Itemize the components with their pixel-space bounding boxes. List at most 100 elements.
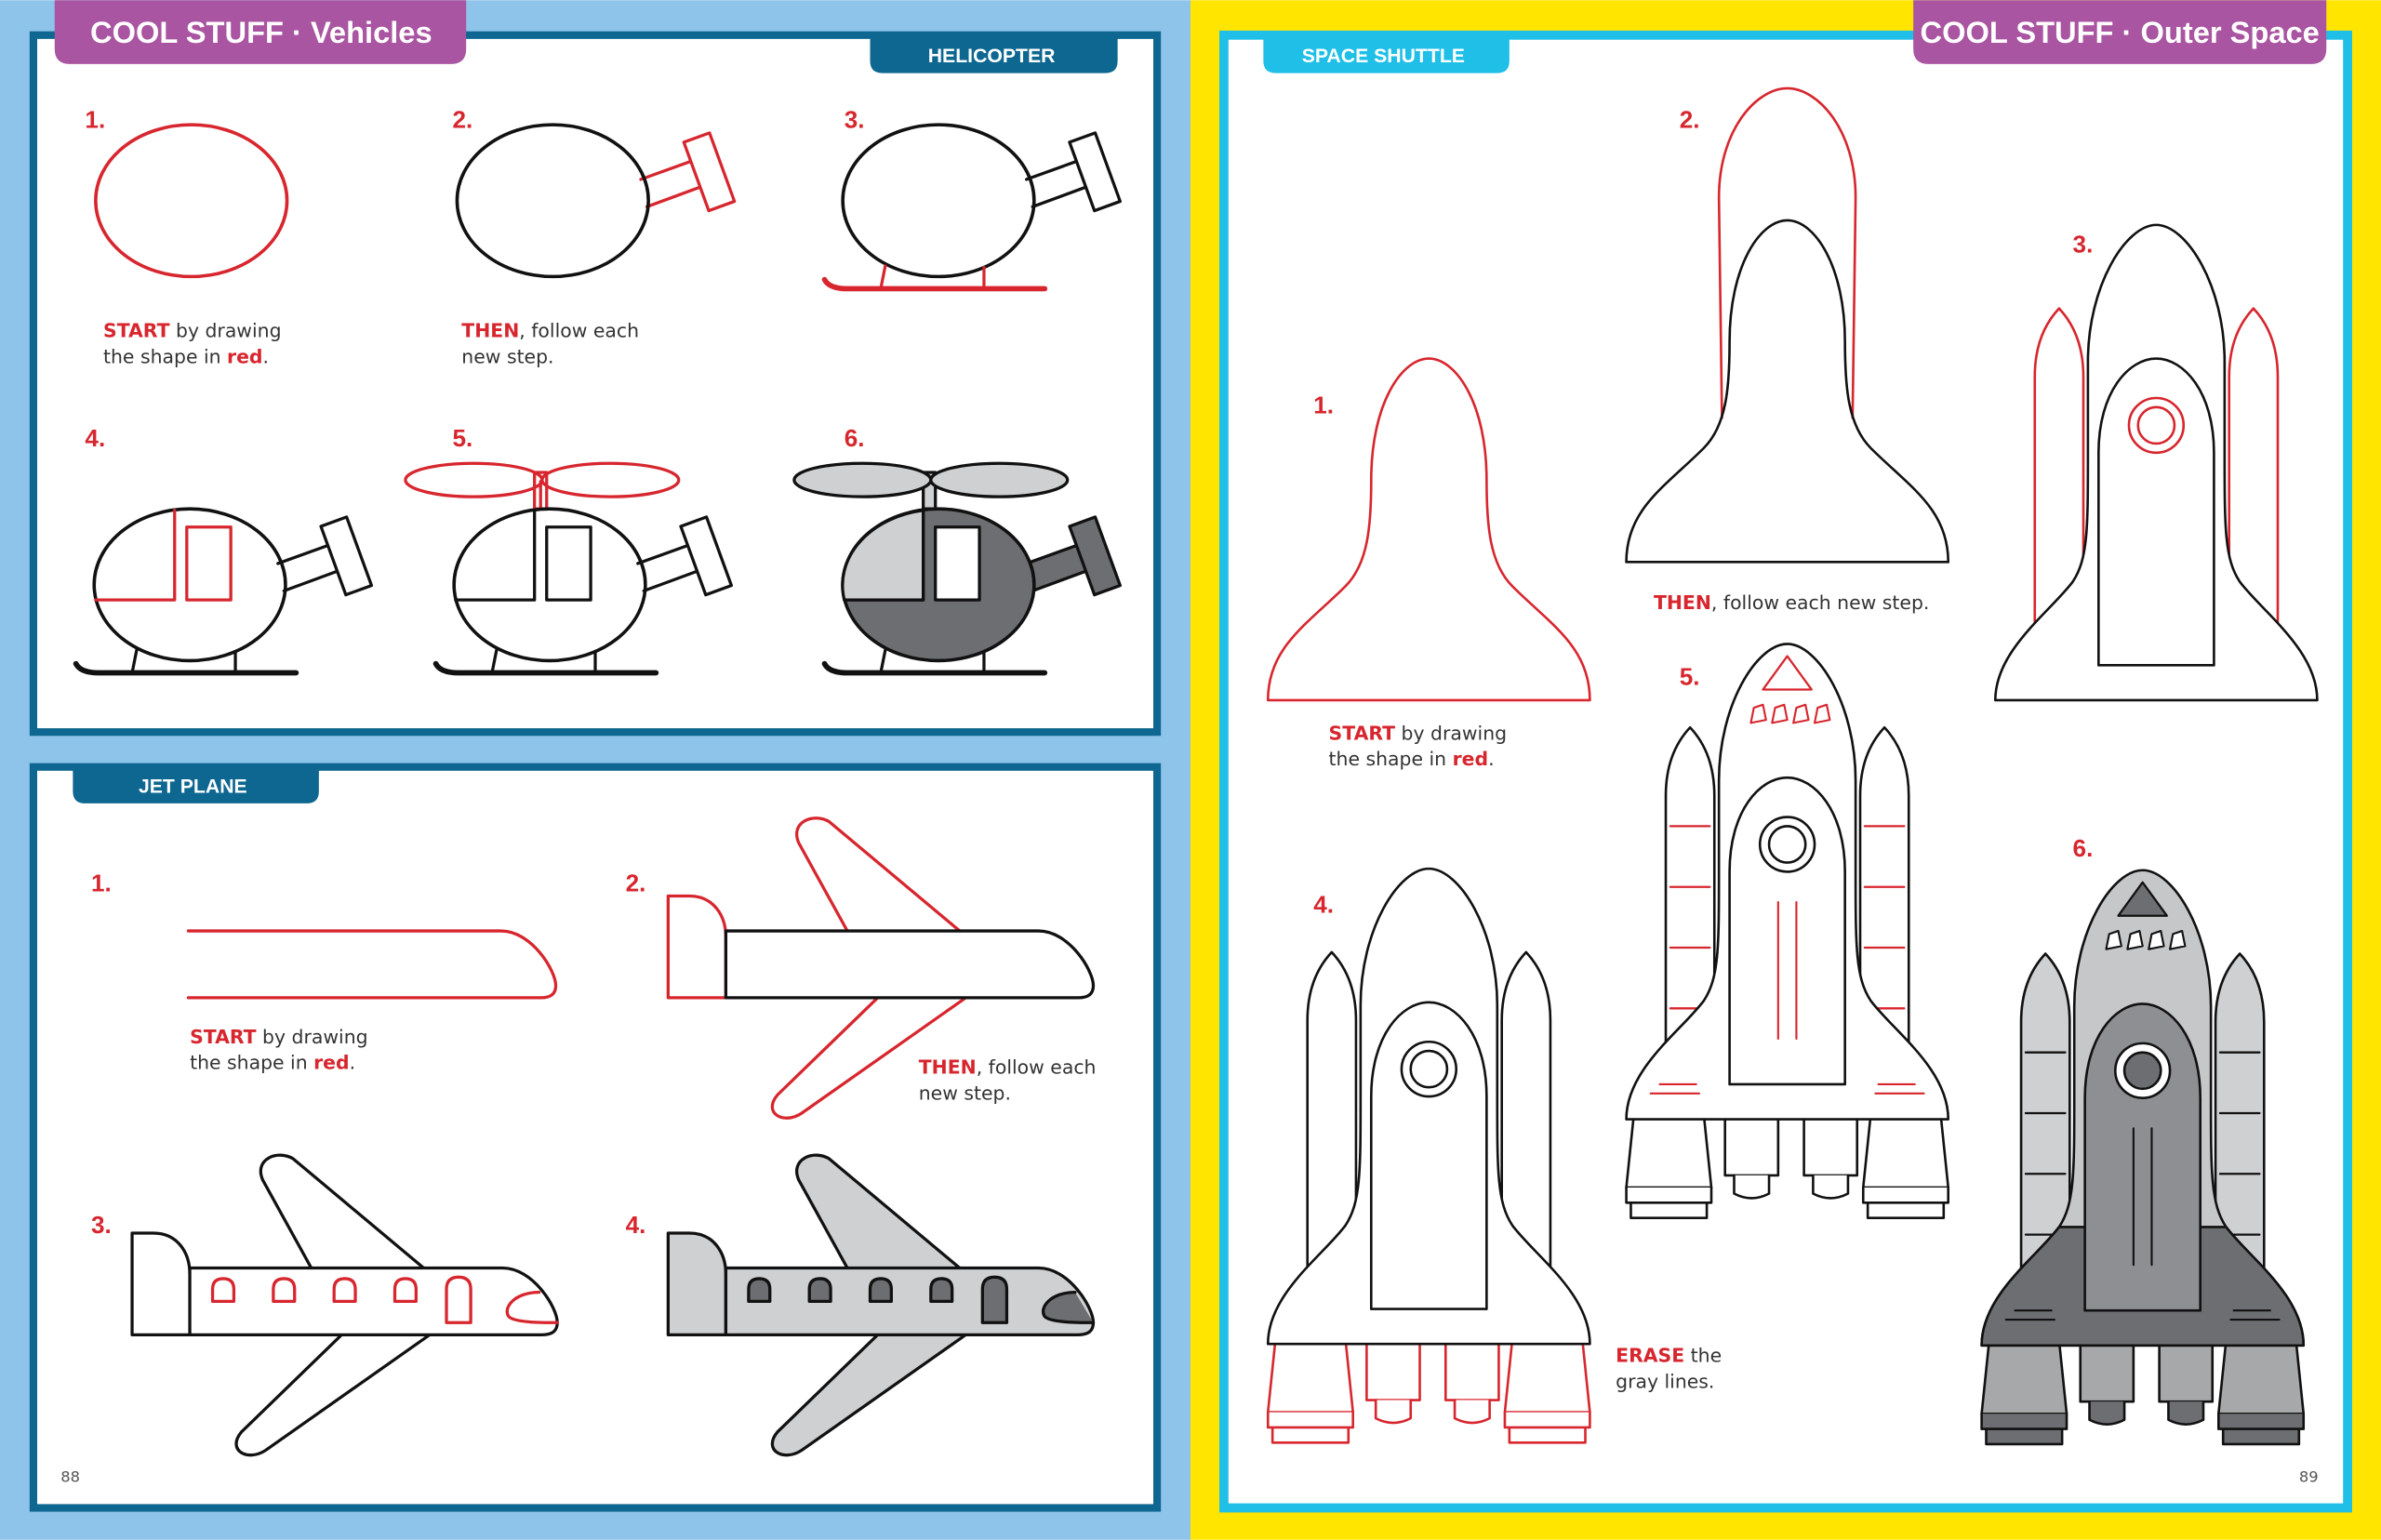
svg-text:new step.: new step.: [919, 1082, 1011, 1104]
shuttle-drawing: [1266, 867, 1591, 1444]
page-number-right: 89: [2299, 1468, 2319, 1486]
svg-text:ERASE the: ERASE the: [1616, 1345, 1722, 1367]
shuttle-step-number: 6.: [2073, 834, 2094, 862]
jet-plane-section-tab: [73, 770, 319, 803]
upper-wing: [795, 1153, 962, 1270]
helicopter-section-tab: [870, 38, 1118, 73]
helicopter-step-number: 4.: [85, 424, 105, 452]
skid-strut: [879, 648, 986, 675]
nozzle-ring: [1861, 1186, 1949, 1219]
passenger-window: [747, 1277, 772, 1304]
lower-wing: [234, 1333, 432, 1457]
nose-window: [2169, 930, 2187, 950]
cockpit-window: [505, 1291, 559, 1324]
nose-window: [1749, 703, 1767, 724]
helicopter-body: [452, 507, 647, 663]
jet-step-number: 1.: [91, 870, 112, 897]
helicopter-drawing: [792, 461, 1122, 676]
helicopter-drawing: [455, 123, 737, 279]
passenger-window: [272, 1277, 297, 1304]
shuttle-erase-caption: ERASE the gray lines.: [1616, 1345, 1722, 1393]
helicopter-step-number: 3.: [845, 105, 865, 133]
jet-then-caption: THEN, follow each new step.: [919, 1056, 1097, 1105]
helicopter-then-caption: THEN, follow each new step.: [461, 320, 639, 368]
jet-step-number: 2.: [626, 870, 646, 897]
cockpit-line: [94, 509, 177, 602]
helicopter-body: [455, 123, 650, 279]
lower-wing: [770, 1333, 967, 1457]
helicopter-section-title: HELICOPTER: [928, 46, 1056, 67]
door: [445, 1275, 472, 1324]
helicopter-step-number: 2.: [453, 105, 473, 133]
outer-space-header-title: COOL STUFF · Outer Space: [1921, 15, 2320, 49]
svg-text:gray lines.: gray lines.: [1616, 1370, 1714, 1392]
orbiter: [1728, 776, 1846, 1086]
space-shuttle-section-title: SPACE SHUTTLE: [1302, 46, 1465, 67]
helicopter-body: [841, 123, 1036, 279]
nose-window: [1792, 703, 1810, 724]
skid-strut: [879, 264, 986, 291]
nose-window: [2126, 930, 2144, 950]
jet-step-number: 3.: [91, 1211, 112, 1239]
helicopter-body: [94, 123, 289, 279]
cockpit: [841, 509, 925, 602]
shuttle-step-number: 1.: [1313, 391, 1334, 418]
passenger-window: [332, 1277, 357, 1304]
lower-wing: [770, 996, 967, 1120]
nose-window: [2148, 930, 2165, 950]
skid-strut: [130, 648, 237, 675]
svg-text:START by drawing: START by drawing: [190, 1026, 368, 1048]
upper-wing: [795, 816, 962, 933]
tail-rotor: [679, 515, 734, 597]
passenger-window: [929, 1277, 954, 1304]
passenger-window: [210, 1277, 236, 1304]
svg-text:THEN, follow each: THEN, follow each: [461, 320, 639, 342]
shuttle-step-number: 5.: [1680, 663, 1700, 691]
jet-plane-drawing: [186, 929, 558, 1000]
shuttle-drawing: [1625, 86, 1949, 564]
wing-line: [1649, 1082, 1700, 1095]
passenger-window: [807, 1277, 832, 1304]
jet-plane-section-title: JET PLANE: [139, 776, 247, 797]
engine-nozzle: [2167, 1400, 2205, 1426]
landing-skid: [821, 276, 1048, 292]
fuselage: [724, 1266, 1096, 1336]
orbiter: [2097, 357, 2215, 667]
space-shuttle-section-tab: [1263, 38, 1510, 73]
orbiter: [2083, 1002, 2202, 1312]
window: [2122, 1051, 2162, 1091]
helicopter-drawing: [94, 123, 289, 279]
cockpit-window: [1042, 1291, 1096, 1324]
svg-text:new step.: new step.: [461, 345, 553, 367]
jet-start-caption: START by drawing the shape in red.: [190, 1026, 368, 1074]
wing-line: [1874, 1082, 1925, 1095]
shuttle-step-number: 3.: [2073, 230, 2094, 258]
vehicles-header-title: COOL STUFF · Vehicles: [90, 15, 432, 49]
fuselage: [188, 1266, 559, 1336]
helicopter-start-caption: START by drawing the shape in red.: [103, 320, 282, 368]
nose-triangle: [1762, 655, 1813, 691]
window: [185, 525, 233, 602]
jet-plane-panel: [29, 763, 1162, 1512]
fuselage: [186, 929, 558, 1000]
cockpit-line: [454, 509, 537, 602]
engine-nozzle: [2088, 1400, 2126, 1426]
door: [980, 1275, 1009, 1324]
shuttle-step-number: 2.: [1680, 105, 1700, 133]
nozzle-ring: [1266, 1411, 1354, 1444]
window: [1767, 825, 1807, 864]
nozzle-ring: [2217, 1412, 2306, 1446]
shuttle-start-caption: START by drawing the shape in red.: [1329, 722, 1508, 770]
landing-skid: [73, 660, 299, 676]
rotor-blade: [540, 461, 681, 498]
shuttle-drawing: [1625, 643, 1949, 1219]
helicopter-step-number: 5.: [453, 424, 473, 452]
window: [545, 525, 592, 602]
helicopter-step-number: 1.: [85, 105, 105, 133]
jet-plane-drawing: [666, 816, 1096, 1120]
nose-triangle: [2117, 881, 2168, 917]
window: [2136, 405, 2176, 445]
window: [934, 525, 981, 602]
svg-text:THEN, follow each: THEN, follow each: [919, 1056, 1097, 1079]
upper-wing: [259, 1153, 426, 1270]
